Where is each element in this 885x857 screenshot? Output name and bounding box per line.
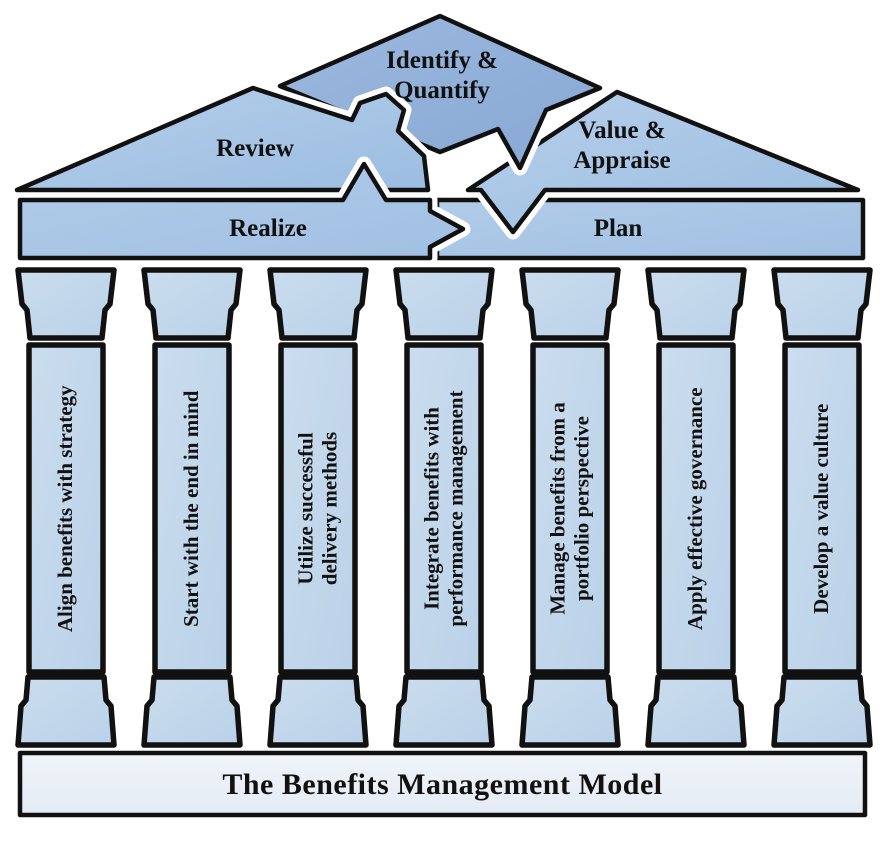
plan-label: Plan xyxy=(593,215,643,242)
review-label: Review xyxy=(216,135,294,162)
identify-quantify-piece xyxy=(277,13,603,171)
plinth-base xyxy=(17,750,868,818)
value-appraise-piece xyxy=(465,89,861,235)
review-piece xyxy=(14,85,431,193)
realize-label: Realize xyxy=(229,215,307,242)
value-appraise-label: Value & Appraise xyxy=(573,117,671,174)
pillar-label-6: Apply effective governance xyxy=(683,387,708,630)
pillar-label-1: Align benefits with strategy xyxy=(53,385,78,632)
diagram-title: The Benefits Management Model xyxy=(222,768,663,801)
pillar-label-2: Start with the end in mind xyxy=(179,390,204,627)
identify-quantify-label: Identify & Quantify xyxy=(386,47,498,104)
realize-piece xyxy=(17,161,466,261)
pillar-label-7: Develop a value culture xyxy=(809,403,834,614)
